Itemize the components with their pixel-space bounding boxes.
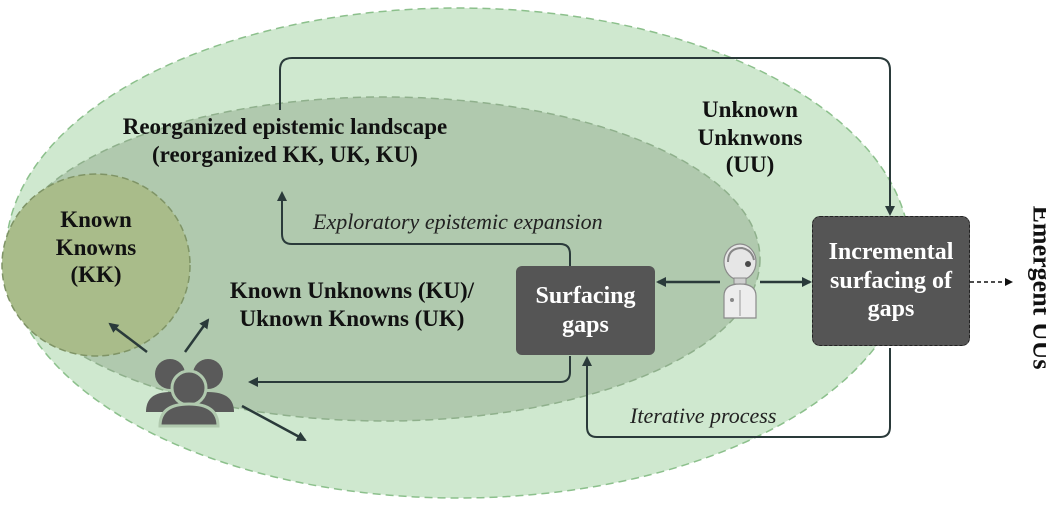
inner-circle-known-knowns [1, 173, 191, 357]
known-knowns-label: Known Knowns (KK) [55, 207, 137, 288]
group-to-ku-arrow [183, 318, 210, 353]
iterative-process-label: Iterative process [630, 403, 777, 428]
exploratory-arrow [277, 191, 571, 266]
known-unknowns-label: Known Unknowns (KU)/ Uknown Knowns (UK) [229, 278, 475, 331]
exploratory-expansion-label: Exploratory epistemic expansion [313, 209, 603, 234]
surfacing-gaps-box: Surfacing gaps [516, 266, 655, 355]
robot-icon [723, 243, 757, 319]
unknown-unknowns-label: Unknown Unknwons (UU) [697, 97, 803, 178]
people-group-icon [146, 359, 234, 428]
incremental-surfacing-label: Incremental surfacing of gaps [828, 238, 954, 323]
group-to-kk-arrow [108, 322, 148, 353]
reorganized-landscape-label: Reorganized epistemic landscape (reorgan… [122, 114, 448, 167]
emergent-uus-label: Emergent UUs [1027, 205, 1046, 370]
group-to-uu-arrow [241, 404, 307, 442]
gaps-to-group-arrow [248, 356, 571, 387]
iterative-loop-arrow [582, 348, 891, 438]
surfacing-gaps-label: Surfacing gaps [535, 282, 636, 338]
feedback-loop-connector [279, 57, 895, 216]
incremental-surfacing-box: Incremental surfacing of gaps [812, 216, 970, 346]
